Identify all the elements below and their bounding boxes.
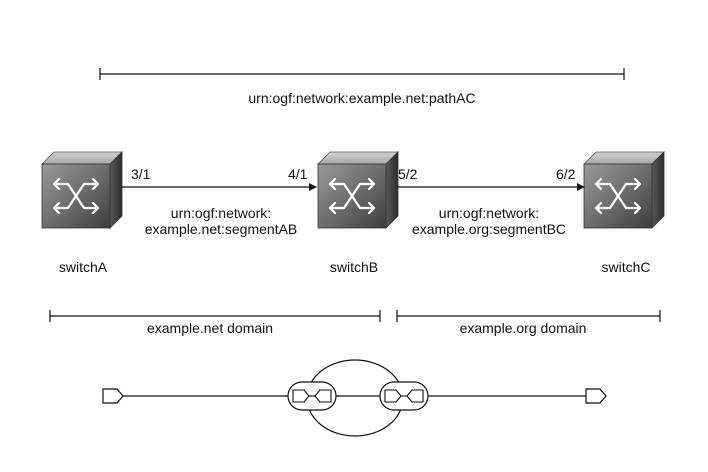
switch-a-label: switchA bbox=[58, 259, 108, 275]
switch-b-label: switchB bbox=[329, 259, 379, 275]
network-switch-icon bbox=[40, 150, 124, 230]
switch-b-port-out: 5/2 bbox=[398, 166, 418, 182]
segment-bc-label-line2: example.org:segmentBC bbox=[411, 221, 567, 237]
path-label: urn:ogf:network:example.net:pathAC bbox=[248, 90, 476, 106]
bidirectional-connector-icon bbox=[379, 381, 429, 411]
port-endpoint-icon bbox=[585, 388, 607, 404]
switch-c-label: switchC bbox=[601, 259, 651, 275]
segment-ab-label-line1: urn:ogf:network: bbox=[170, 205, 272, 221]
switch-a-port-out: 3/1 bbox=[131, 166, 151, 182]
net-domain-label: example.net domain bbox=[146, 320, 274, 336]
org-domain-bar bbox=[396, 310, 661, 322]
path-extent-bar bbox=[99, 68, 625, 80]
bidirectional-connector-icon bbox=[287, 381, 337, 411]
network-switch-icon bbox=[316, 150, 400, 230]
segment-ab-label-line2: example.net:segmentAB bbox=[144, 221, 298, 237]
switch-b-port-in: 4/1 bbox=[288, 166, 308, 182]
segment-bc-label-line1: urn:ogf:network: bbox=[438, 205, 540, 221]
network-switch-icon bbox=[582, 150, 666, 230]
port-endpoint-icon bbox=[102, 388, 124, 404]
net-domain-bar bbox=[49, 310, 381, 322]
abstract-path bbox=[102, 359, 607, 437]
switch-c-port-in: 6/2 bbox=[556, 166, 576, 182]
org-domain-label: example.org domain bbox=[459, 320, 587, 336]
